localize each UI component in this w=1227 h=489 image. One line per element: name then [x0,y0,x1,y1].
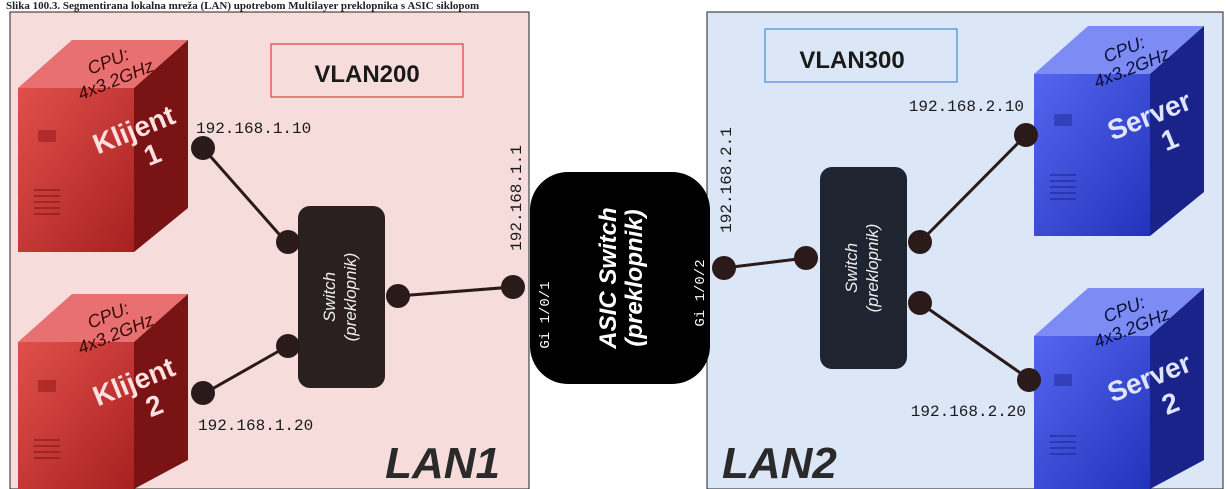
lan1-gateway-ip: 192.168.1.1 [508,145,526,251]
asic-port-gi-1-0-2: Gi 1/0/2 [693,259,709,326]
port-switch2-bottom [908,291,932,315]
lan1-switch-sublabel: (preklopnik) [341,253,360,342]
link-asic-switch2 [723,256,807,270]
lan1-switch: Switch (preklopnik) [298,206,385,388]
port-asic-right [712,256,736,280]
client-1-pc: CPU: 4x3.2GHz Klijent 1 [18,40,188,252]
lan2-switch: Switch (preklopnik) [820,167,907,369]
vlan200-label: VLAN200 [314,61,419,88]
lan1-switch-label: Switch [320,272,339,322]
asic-switch: ASIC Switch (preklopnik) Gi 1/0/1 Gi 1/0… [530,172,710,384]
link-client2-switch [204,345,287,395]
port-switch1-top [276,230,300,254]
lan1-label: LAN1 [385,439,500,488]
port-switch2-top [908,230,932,254]
lan2-label: LAN2 [722,439,837,488]
link-switch2-server1 [918,133,1028,244]
vlan300-box [764,28,958,83]
lan2-switch-label: Switch [842,243,861,293]
port-switch1-bottom [276,334,300,358]
port-server2 [1017,368,1041,392]
port-dots [191,123,1041,405]
link-client1-switch [201,147,288,243]
vlan300-label: VLAN300 [799,47,904,74]
port-server1 [1014,123,1038,147]
lan2-gateway-ip: 192.168.2.1 [718,127,736,233]
server-2-ip: 192.168.2.20 [911,403,1026,421]
link-switch1-asic [397,285,514,298]
links [201,133,1030,395]
client-2-pc: CPU: 4x3.2GHz Klijent 2 [18,294,188,489]
server-2-pc: CPU: 4x3.2GHz Server 2 [1034,288,1204,489]
asic-port-gi-1-0-1: Gi 1/0/1 [538,281,554,348]
client-2-ip: 192.168.1.20 [198,417,313,435]
figure-caption: Slika 100.3. Segmentirana lokalna mreža … [6,0,480,12]
asic-switch-label: ASIC Switch [595,207,622,349]
link-switch2-server2 [919,301,1030,381]
port-client1 [191,136,215,160]
client-1-ip: 192.168.1.10 [196,120,311,138]
asic-switch-sublabel: (preklopnik) [621,209,648,346]
port-asic-left [501,275,525,299]
port-client2 [191,381,215,405]
port-switch1-uplink [386,284,410,308]
vlan200-box [270,43,464,98]
lan2-switch-sublabel: (preklopnik) [863,224,882,313]
port-switch2-left [794,246,818,270]
server-1-pc: CPU: 4x3.2GHz Server 1 [1034,26,1204,236]
server-1-ip: 192.168.2.10 [909,98,1024,116]
